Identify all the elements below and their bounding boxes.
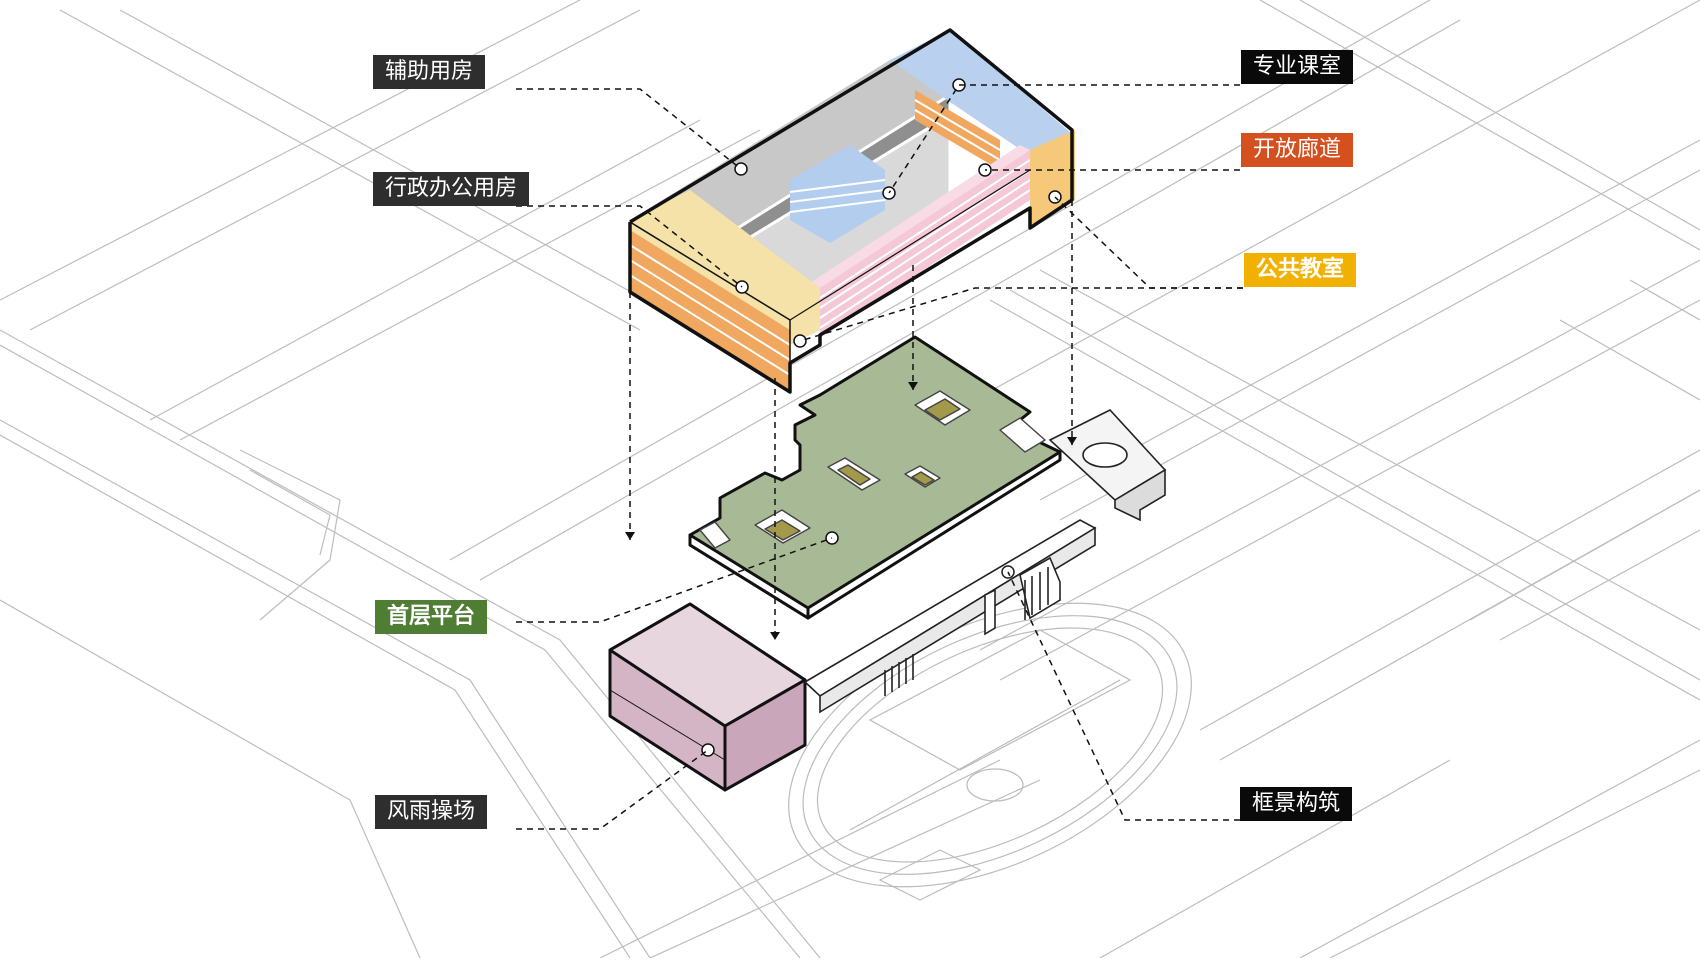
label-covered-playground: 风雨操场 [375, 795, 488, 829]
ground-slab [803, 409, 1167, 714]
label-auxiliary-rooms: 辅助用房 [373, 55, 486, 89]
arrowheads [625, 382, 1077, 640]
label-open-corridor: 开放廊道 [1241, 133, 1354, 167]
ground-platform-volume [688, 335, 1062, 620]
label-framed-structure: 框景构筑 [1240, 787, 1353, 821]
upper-teaching-block [628, 28, 1075, 394]
covered-playground-volume [608, 602, 807, 792]
label-specialized-classrooms: 专业课室 [1241, 50, 1354, 84]
label-public-classrooms: 公共教室 [1244, 253, 1357, 287]
label-admin-offices: 行政办公用房 [373, 172, 530, 206]
leader-lines [516, 84, 1243, 830]
label-ground-platform: 首层平台 [375, 600, 488, 634]
stair-columns [884, 654, 914, 696]
framed-structure [984, 556, 1061, 636]
running-track [788, 602, 1192, 901]
